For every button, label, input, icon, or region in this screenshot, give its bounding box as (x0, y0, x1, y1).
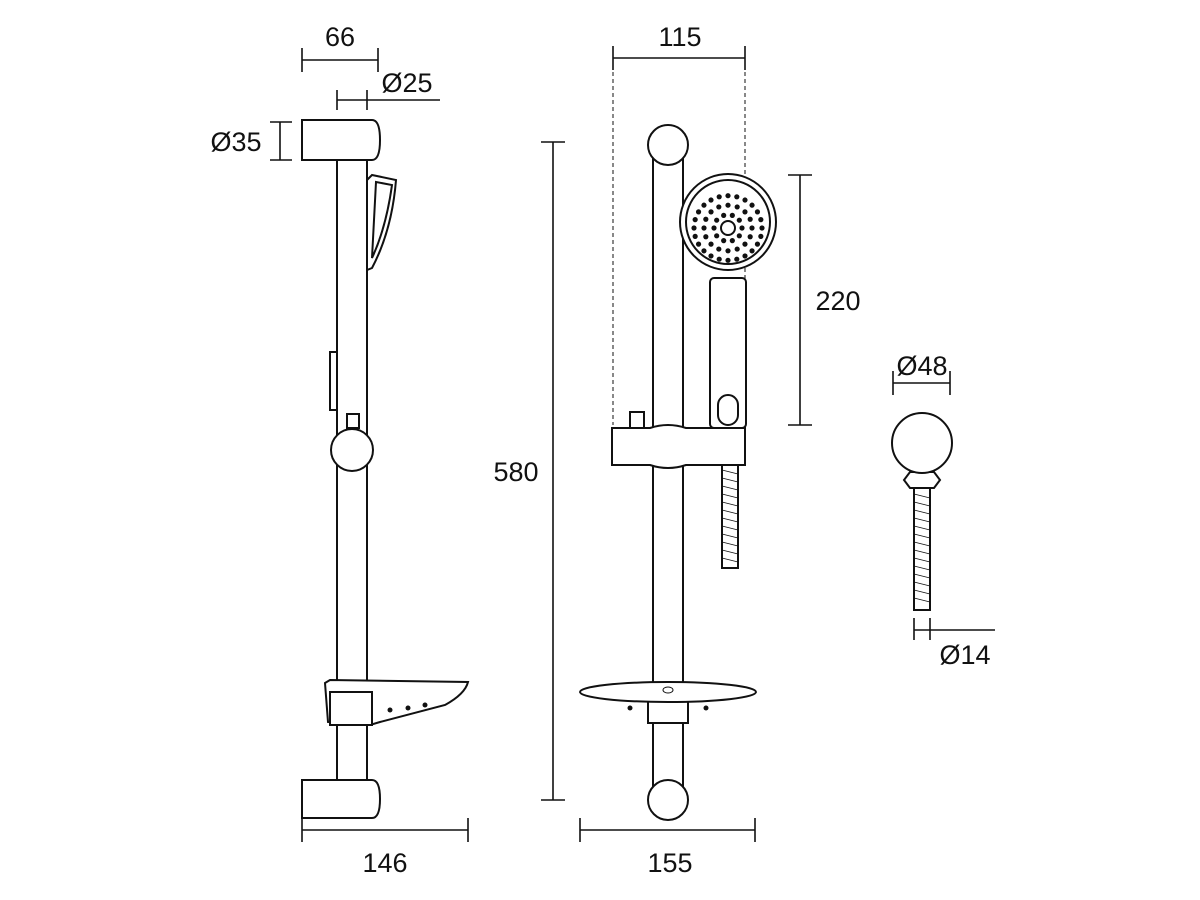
nozzle-dot (703, 234, 709, 240)
dim-label-rail-diameter: Ø25 (381, 68, 432, 98)
wall-outlet-view (891, 412, 953, 611)
nozzle-dot (725, 193, 731, 199)
top-bracket (301, 119, 382, 161)
center-nozzle (720, 220, 736, 236)
nozzle-dot (716, 194, 722, 200)
nozzle-dot (701, 225, 707, 231)
dimension-lines (270, 46, 995, 842)
nozzle-dot (758, 217, 764, 223)
nozzle-dot (734, 194, 740, 200)
nozzle-dot (692, 217, 698, 223)
nozzle-dot (692, 233, 698, 239)
nozzle-dot (729, 212, 735, 218)
top-end-cap (647, 124, 689, 166)
nozzle-dot (749, 248, 755, 254)
shower-nozzles (691, 193, 765, 263)
front-soap-dish (579, 681, 757, 703)
nozzle-dot (708, 197, 714, 203)
nozzle-dot (725, 257, 731, 263)
nozzle-dot (716, 246, 722, 252)
nozzle-dot (742, 253, 748, 259)
front-view (579, 58, 777, 821)
soap-dish-holder (329, 691, 373, 726)
nozzle-dot (736, 217, 742, 223)
nozzle-dot (695, 241, 702, 247)
side-slider (330, 428, 374, 472)
nozzle-dot (725, 202, 731, 208)
bottom-end-cap (647, 779, 689, 821)
nozzle-dot (749, 225, 755, 231)
handset-face (371, 180, 394, 259)
dim-label-bracket-diameter: Ø35 (210, 127, 261, 157)
nozzle-dot (721, 212, 727, 218)
slider-knob (346, 413, 360, 429)
dim-label-146: 146 (362, 848, 407, 878)
nozzle-dot (725, 248, 731, 254)
nozzle-dot (749, 202, 755, 208)
dim-label-66: 66 (325, 22, 355, 52)
front-hose (721, 464, 739, 569)
side-view (301, 119, 470, 819)
front-slider (611, 424, 746, 469)
handle-slot (717, 394, 739, 426)
nozzle-dot (736, 233, 742, 239)
nozzle-dot (714, 233, 720, 239)
outlet-nut (902, 471, 942, 489)
nozzle-dot (734, 256, 740, 262)
wall-outlet (891, 412, 953, 474)
nozzle-dot (721, 238, 727, 244)
nozzle-dot (734, 246, 740, 252)
nozzle-dot (711, 225, 717, 231)
nozzle-dot (758, 233, 764, 239)
nozzle-dot (742, 197, 748, 203)
nozzle-dot (759, 225, 765, 231)
nozzle-dot (716, 204, 722, 210)
nozzle-dot (701, 202, 707, 208)
dim-label-hose-diameter: Ø14 (939, 640, 990, 670)
nozzle-dot (716, 256, 722, 262)
nozzle-dot (701, 248, 707, 254)
nozzle-dot (747, 216, 753, 222)
nozzle-dot (729, 238, 735, 244)
dim-label-580: 580 (493, 457, 538, 487)
nozzle-dot (708, 253, 714, 259)
nozzle-dot (739, 225, 745, 231)
nozzle-dot (754, 241, 761, 247)
front-slider-knob (629, 411, 645, 429)
nozzle-dot (747, 234, 753, 240)
dim-label-155: 155 (647, 848, 692, 878)
nozzle-dot (742, 241, 748, 247)
nozzle-dot (734, 204, 740, 210)
dim-label-115: 115 (658, 22, 701, 52)
nozzle-dot (695, 209, 702, 215)
nozzle-dot (703, 216, 709, 222)
side-clip (329, 351, 338, 411)
nozzle-dot (691, 225, 697, 231)
dim-label-220: 220 (815, 286, 860, 316)
nozzle-dot (708, 241, 714, 247)
nozzle-dot (742, 209, 748, 215)
nozzle-dot (714, 217, 720, 223)
nozzle-dot (708, 209, 714, 215)
bottom-bracket (301, 779, 382, 819)
nozzle-dot (754, 209, 761, 215)
dim-label-outlet-diameter: Ø48 (896, 351, 947, 381)
